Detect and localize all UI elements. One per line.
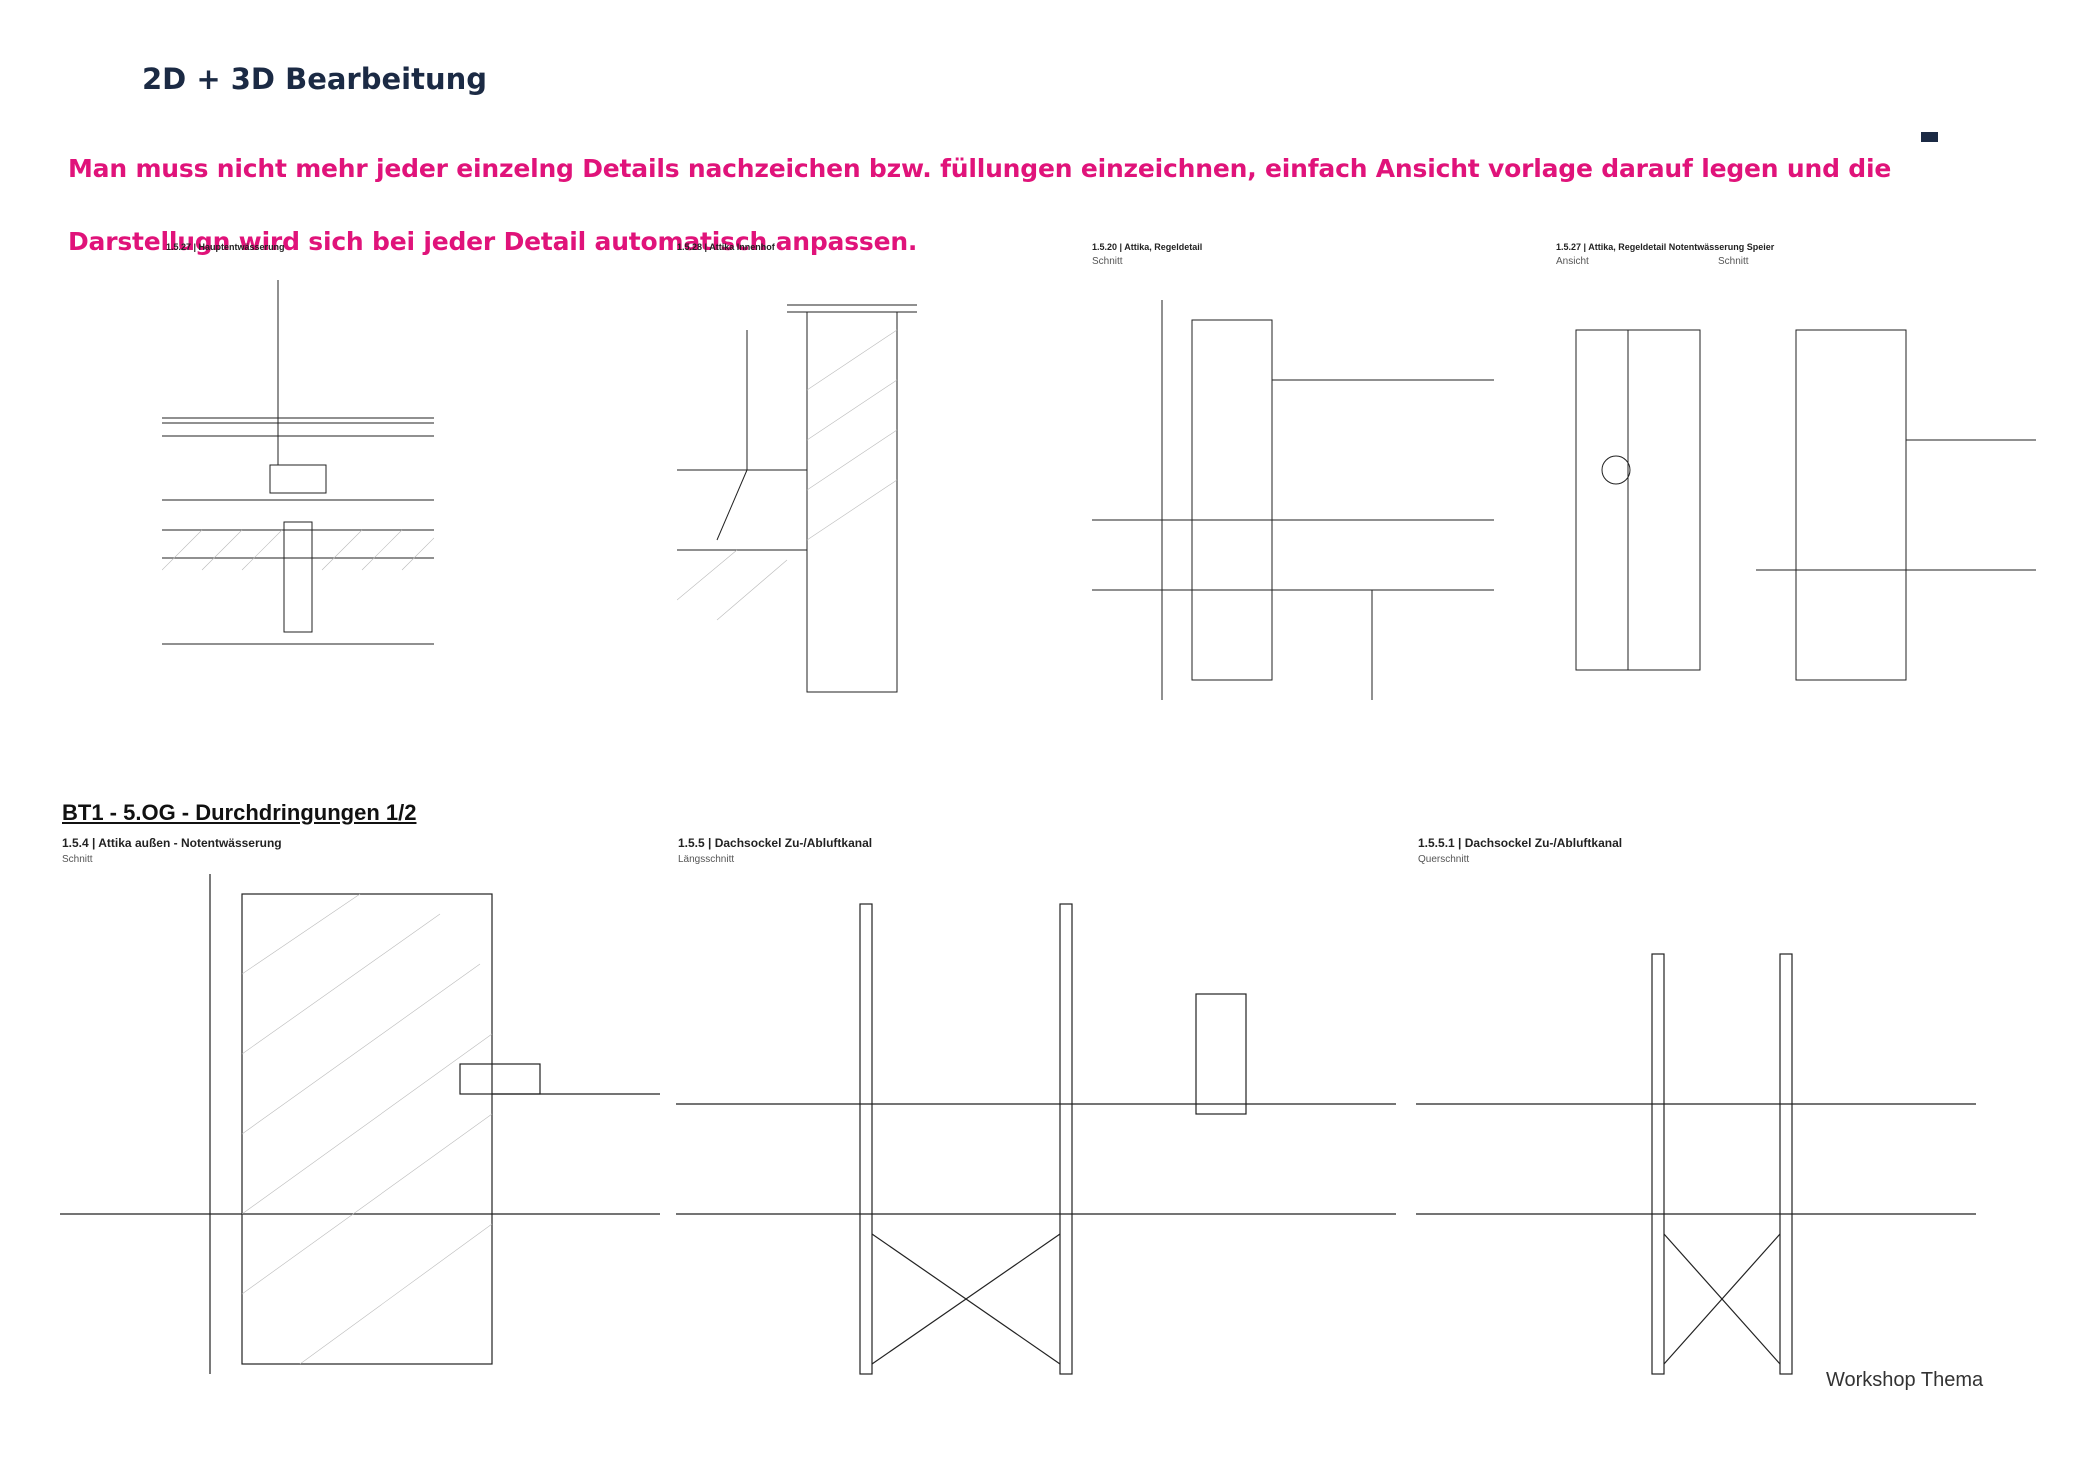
detail-drawing-attika-aussen: 1.5.4 | Attika außen - Notentwässerung S… [60, 834, 660, 1384]
detail-label: 1.5.20 | Attika, Regeldetail [1092, 242, 1203, 252]
footer-label: Workshop Thema [1826, 1369, 1984, 1391]
intro-text: Man muss nicht mehr jeder einzelng Detai… [68, 154, 1892, 256]
detail-sublabel: Schnitt [62, 854, 93, 865]
detail-label: 1.5.5.1 | Dachsockel Zu-/Abluftkanal [1418, 836, 1623, 850]
detail-sublabel: Schnitt [1092, 256, 1123, 267]
cursor-marker [1921, 132, 1938, 142]
sheet-title: BT1 - 5.OG - Durchdringungen 1/2 [62, 800, 417, 825]
detail-drawing-notentwaesserung-speier: 1.5.27 | Attika, Regeldetail Notentwässe… [1556, 240, 2036, 700]
detail-label: 1.5.27 | Attika, Regeldetail Notentwässe… [1556, 242, 1775, 252]
detail-label: 1.5.27 | Hauptentwässerung [166, 242, 285, 252]
detail-sublabel: Ansicht [1556, 256, 1589, 267]
detail-drawing-dachsockel-querschnitt: 1.5.5.1 | Dachsockel Zu-/Abluftkanal Que… [1416, 834, 1976, 1384]
detail-label: 1.5.5 | Dachsockel Zu-/Abluftkanal [678, 836, 873, 850]
detail-label: 1.5.4 | Attika außen - Notentwässerung [62, 836, 282, 850]
detail-sublabel: Längsschnitt [678, 854, 735, 865]
detail-drawing-dachsockel-laengsschnitt: 1.5.5 | Dachsockel Zu-/Abluftkanal Längs… [676, 834, 1396, 1384]
detail-label: 1.5.28 | Attika Innenhof [677, 242, 775, 252]
detail-sublabel: Querschnitt [1418, 854, 1470, 865]
detail-drawing-attika-regeldetail: 1.5.20 | Attika, Regeldetail Schnitt [1092, 240, 1494, 700]
detail-sublabel-2: Schnitt [1718, 256, 1749, 267]
page-title: 2D + 3D Bearbeitung [142, 62, 488, 96]
detail-drawing-hauptentwaesserung: 1.5.27 | Hauptentwässerung [162, 240, 434, 648]
detail-drawing-attika-innenhof: 1.5.28 | Attika Innenhof [677, 240, 947, 700]
